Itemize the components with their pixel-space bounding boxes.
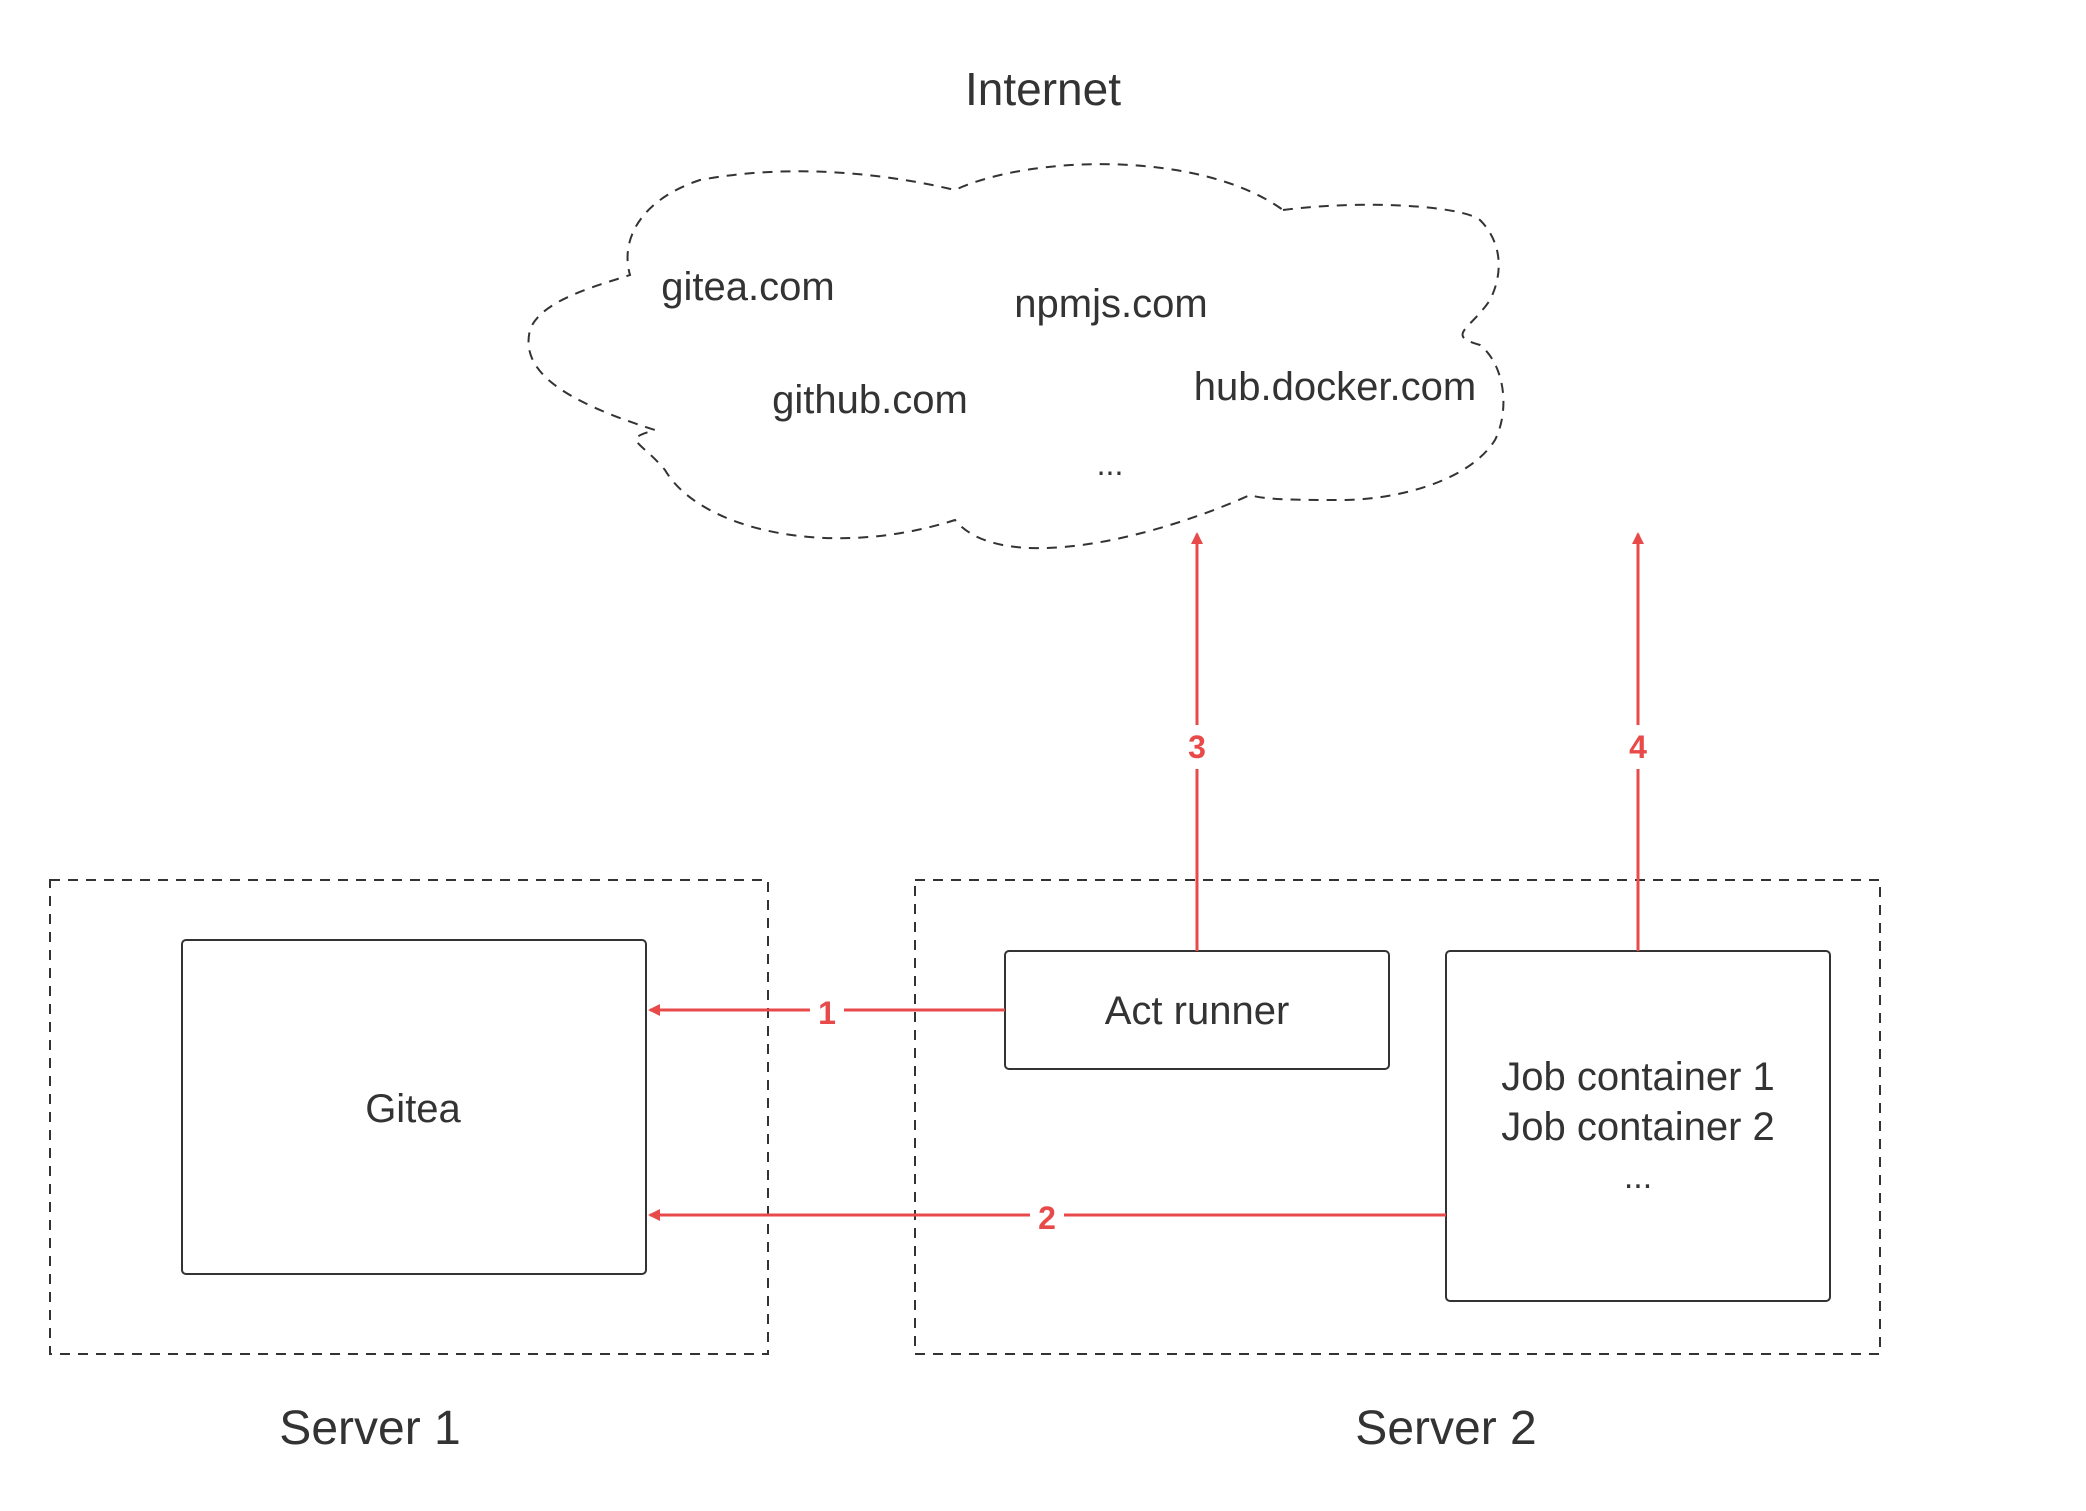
server2-label: Server 2 xyxy=(1355,1402,1536,1455)
arrow-4-label: 4 xyxy=(1629,729,1647,765)
internet-title: Internet xyxy=(965,63,1121,115)
arrow-3-label: 3 xyxy=(1188,729,1206,765)
act-runner-label: Act runner xyxy=(1105,989,1290,1033)
site-label: gitea.com xyxy=(661,265,834,309)
gitea-box xyxy=(181,939,647,1275)
arrow-2-label: 2 xyxy=(1038,1200,1056,1236)
internet-cloud xyxy=(527,163,1505,550)
job-container-ellipsis: ... xyxy=(1624,1158,1652,1196)
server1-boundary xyxy=(49,879,769,1355)
site-label: npmjs.com xyxy=(1014,282,1207,326)
job-container-label: Job container 2 xyxy=(1501,1105,1775,1149)
site-label: github.com xyxy=(772,378,968,422)
arrow-1-label: 1 xyxy=(818,995,836,1031)
server1-label: Server 1 xyxy=(279,1402,460,1455)
site-label: hub.docker.com xyxy=(1194,365,1476,409)
gitea-label: Gitea xyxy=(365,1087,461,1131)
site-ellipsis: ... xyxy=(1097,446,1124,482)
job-container-label: Job container 1 xyxy=(1501,1055,1775,1099)
